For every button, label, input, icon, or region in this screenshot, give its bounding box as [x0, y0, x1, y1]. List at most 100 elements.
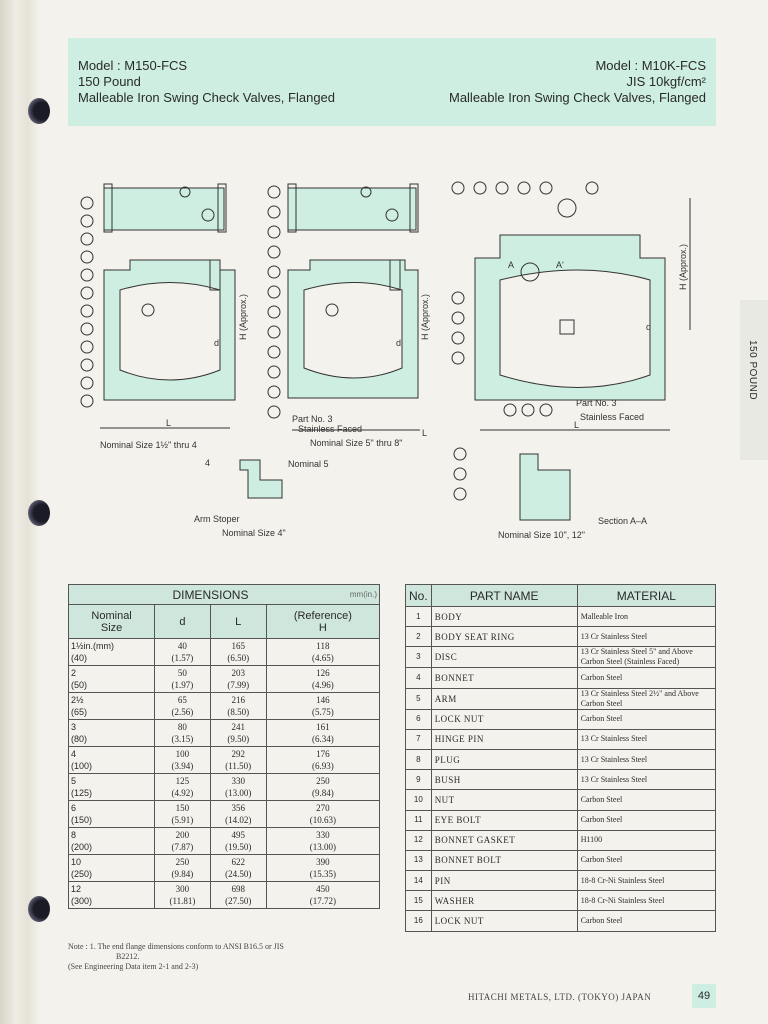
- cell-part-name: BODY SEAT RING: [430, 626, 578, 648]
- cell-d-value: 100: [175, 749, 190, 759]
- label-nominal-4: Nominal Size 4": [222, 528, 286, 538]
- page-header: Model : M150-FCS 150 Pound Malleable Iro…: [68, 38, 716, 126]
- cell-h: 146(5.75): [265, 692, 381, 720]
- cell-nominal-size-value: 4: [71, 749, 77, 759]
- cell-nominal-size-value: 8: [71, 830, 77, 840]
- cell-l: 698(27.50): [209, 881, 267, 909]
- label-a-prime: A': [556, 260, 564, 270]
- label-nominal-small: Nominal Size 1½" thru 4: [100, 440, 197, 450]
- cell-nominal-size: 5(125): [67, 773, 156, 801]
- cell-part-name: ARM: [430, 687, 578, 710]
- cell-h-value: (9.84): [312, 788, 334, 798]
- part-callouts: [80, 181, 599, 501]
- cell-part-name: BONNET GASKET: [430, 829, 578, 851]
- cell-h: 330(13.00): [265, 827, 381, 855]
- valve-side-view-mid: [287, 259, 420, 431]
- table-row: 8(200)200(7.87)495(19.50)330(13.00): [67, 827, 381, 855]
- cell-d: 50(1.97): [154, 665, 211, 693]
- cell-material: 13 Cr Stainless Steel: [576, 769, 717, 791]
- cell-part-no: 10: [405, 789, 432, 811]
- cell-l-value: (13.00): [225, 788, 252, 798]
- cell-nominal-size-value: 6: [71, 803, 77, 813]
- cell-d-value: (1.57): [171, 653, 194, 663]
- cell-d-value: (2.56): [171, 707, 194, 717]
- cell-l-value: (14.02): [225, 815, 252, 825]
- label-part-no-3: Part No. 3: [292, 414, 333, 424]
- cell-d: 100(3.94): [154, 746, 211, 774]
- cell-l-value: (6.50): [227, 653, 250, 663]
- label-h-small: H (Approx.): [238, 294, 248, 340]
- cell-h-value: (5.75): [312, 707, 334, 717]
- cell-part-no: 1: [405, 605, 432, 628]
- col-nominal-line1: Nominal: [91, 609, 132, 622]
- table-row: 5(125)125(4.92)330(13.00)250(9.84): [67, 773, 381, 801]
- label-four: 4: [205, 458, 210, 468]
- cell-d-value: 200: [175, 830, 190, 840]
- cell-material: 13 Cr Stainless Steel: [576, 626, 717, 648]
- label-section-aa: Section A–A: [598, 516, 647, 526]
- cell-material: 18-8 Cr-Ni Stainless Steel: [576, 890, 717, 912]
- cell-l-value: 203: [231, 668, 245, 678]
- cell-l-value: (7.99): [227, 680, 250, 690]
- cell-material: Carbon Steel: [576, 789, 717, 811]
- table-row: 10(250)250(9.84)622(24.50)390(15.35): [67, 854, 381, 882]
- cell-material: Carbon Steel: [576, 809, 717, 831]
- cell-part-name: BUSH: [430, 769, 578, 791]
- cell-h: 161(6.34): [265, 719, 381, 747]
- cell-part-no: 14: [405, 870, 432, 892]
- label-a: A: [508, 260, 514, 270]
- label-d-mid: d: [396, 338, 401, 348]
- cell-l-value: (11.50): [225, 761, 252, 771]
- cell-part-no: 13: [405, 849, 432, 872]
- cell-nominal-size-value: (100): [71, 761, 93, 771]
- cell-h: 126(4.96): [265, 665, 381, 693]
- publisher-footer: HITACHI METALS, LTD. (TOKYO) JAPAN: [468, 992, 652, 1002]
- cell-h-value: (13.00): [309, 842, 336, 852]
- cell-l: 356(14.02): [209, 800, 267, 828]
- cell-part-no: 3: [405, 646, 432, 669]
- cell-nominal-size-value: (40): [71, 653, 88, 663]
- cell-nominal-size-value: (80): [71, 734, 88, 744]
- col-header-d: d: [154, 604, 211, 639]
- cell-l-value: (19.50): [225, 842, 252, 852]
- dimensions-table: DIMENSIONS mm(in.) Nominal Size d L (Ref…: [67, 584, 381, 909]
- cell-h-value: (17.72): [309, 896, 336, 906]
- cell-d-value: (1.97): [171, 680, 194, 690]
- description-right: Malleable Iron Swing Check Valves, Flang…: [448, 90, 706, 105]
- cell-material: Carbon Steel: [576, 708, 717, 730]
- cell-nominal-size: 10(250): [67, 854, 156, 882]
- cell-l-value: 241: [231, 722, 245, 732]
- cell-d-value: 65: [177, 695, 187, 705]
- cell-l-value: (24.50): [225, 869, 252, 879]
- label-part-no-3-large: Part No. 3: [576, 398, 617, 408]
- cell-l-value: 495: [231, 830, 245, 840]
- col-header-material: MATERIAL: [576, 584, 717, 607]
- note-line-2: B2212.: [116, 952, 140, 961]
- cell-part-name: DISC: [430, 646, 578, 669]
- cell-part-no: 9: [405, 769, 432, 791]
- cell-l-value: (27.50): [225, 896, 252, 906]
- cell-material: 18-8 Cr-Ni Stainless Steel: [576, 870, 717, 892]
- cell-l-value: (9.50): [227, 734, 250, 744]
- cell-d-value: 40: [177, 641, 187, 651]
- cell-h-value: (10.63): [309, 815, 336, 825]
- col-header-no: No.: [405, 584, 432, 607]
- col-header-h: (Reference) H: [265, 604, 381, 639]
- col-header-part-name: PART NAME: [430, 584, 578, 607]
- cell-d-value: (11.81): [169, 896, 196, 906]
- cell-material: Carbon Steel: [576, 849, 717, 872]
- cell-d-value: 125: [175, 776, 190, 786]
- cell-nominal-size-value: 3: [71, 722, 77, 732]
- cell-h-value: (15.35): [309, 869, 336, 879]
